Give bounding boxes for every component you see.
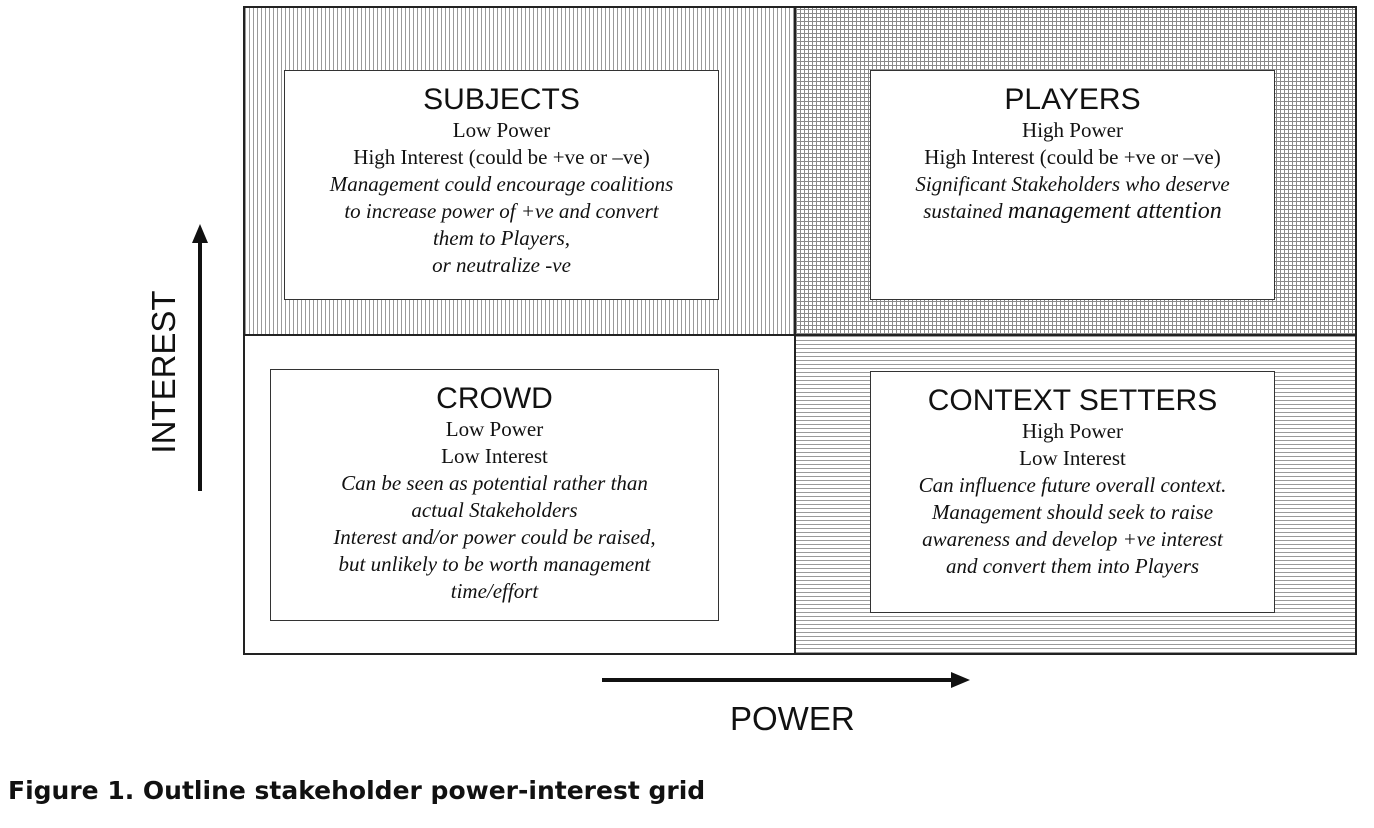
interest-arrow <box>192 224 208 491</box>
subjects-note-2: to increase power of +ve and convert <box>344 199 659 223</box>
context-setters-box: CONTEXT SETTERS High Power Low Interest … <box>870 371 1275 613</box>
players-title: PLAYERS <box>1004 83 1141 116</box>
context-setters-note-1: Can influence future overall context. <box>918 473 1227 497</box>
crowd-box: CROWD Low Power Low Interest Can be seen… <box>270 369 719 621</box>
players-note-2b: management attention <box>1007 198 1222 224</box>
players-note-2a: sustained <box>923 199 1008 223</box>
context-setters-note-3: awareness and develop +ve interest <box>922 527 1223 551</box>
interest-axis-label: INTEREST <box>145 290 182 454</box>
subjects-box: SUBJECTS Low Power High Interest (could … <box>284 70 719 300</box>
players-power: High Power <box>1022 118 1123 142</box>
context-setters-interest: Low Interest <box>1019 446 1126 470</box>
players-note-1: Significant Stakeholders who deserve <box>915 172 1230 196</box>
crowd-power: Low Power <box>445 417 544 441</box>
crowd-note-2: actual Stakeholders <box>411 498 578 522</box>
crowd-note-1: Can be seen as potential rather than <box>341 471 648 495</box>
crowd-note-4: but unlikely to be worth management <box>338 552 651 576</box>
subjects-power: Low Power <box>452 118 551 142</box>
subjects-note-1: Management could encourage coalitions <box>329 172 674 196</box>
players-box: PLAYERS High Power High Interest (could … <box>870 70 1275 300</box>
subjects-note-4: or neutralize -ve <box>432 253 571 277</box>
crowd-note-3: Interest and/or power could be raised, <box>333 525 656 549</box>
context-setters-note-4: and convert them into Players <box>945 554 1200 578</box>
crowd-interest: Low Interest <box>441 444 548 468</box>
context-setters-power: High Power <box>1022 419 1123 443</box>
subjects-interest: High Interest (could be +ve or –ve) <box>353 145 650 169</box>
players-interest: High Interest (could be +ve or –ve) <box>924 145 1221 169</box>
subjects-title: SUBJECTS <box>423 83 580 116</box>
figure-caption: Figure 1. Outline stakeholder power-inte… <box>8 776 706 805</box>
power-axis-label: POWER <box>730 700 855 737</box>
power-arrow <box>602 672 970 688</box>
crowd-note-5: time/effort <box>450 579 539 603</box>
players-note-2: sustained management attention <box>871 198 1274 225</box>
context-setters-note-2: Management should seek to raise <box>931 500 1214 524</box>
context-setters-title: CONTEXT SETTERS <box>927 384 1218 417</box>
crowd-title: CROWD <box>436 382 553 415</box>
subjects-note-3: them to Players, <box>432 226 571 250</box>
